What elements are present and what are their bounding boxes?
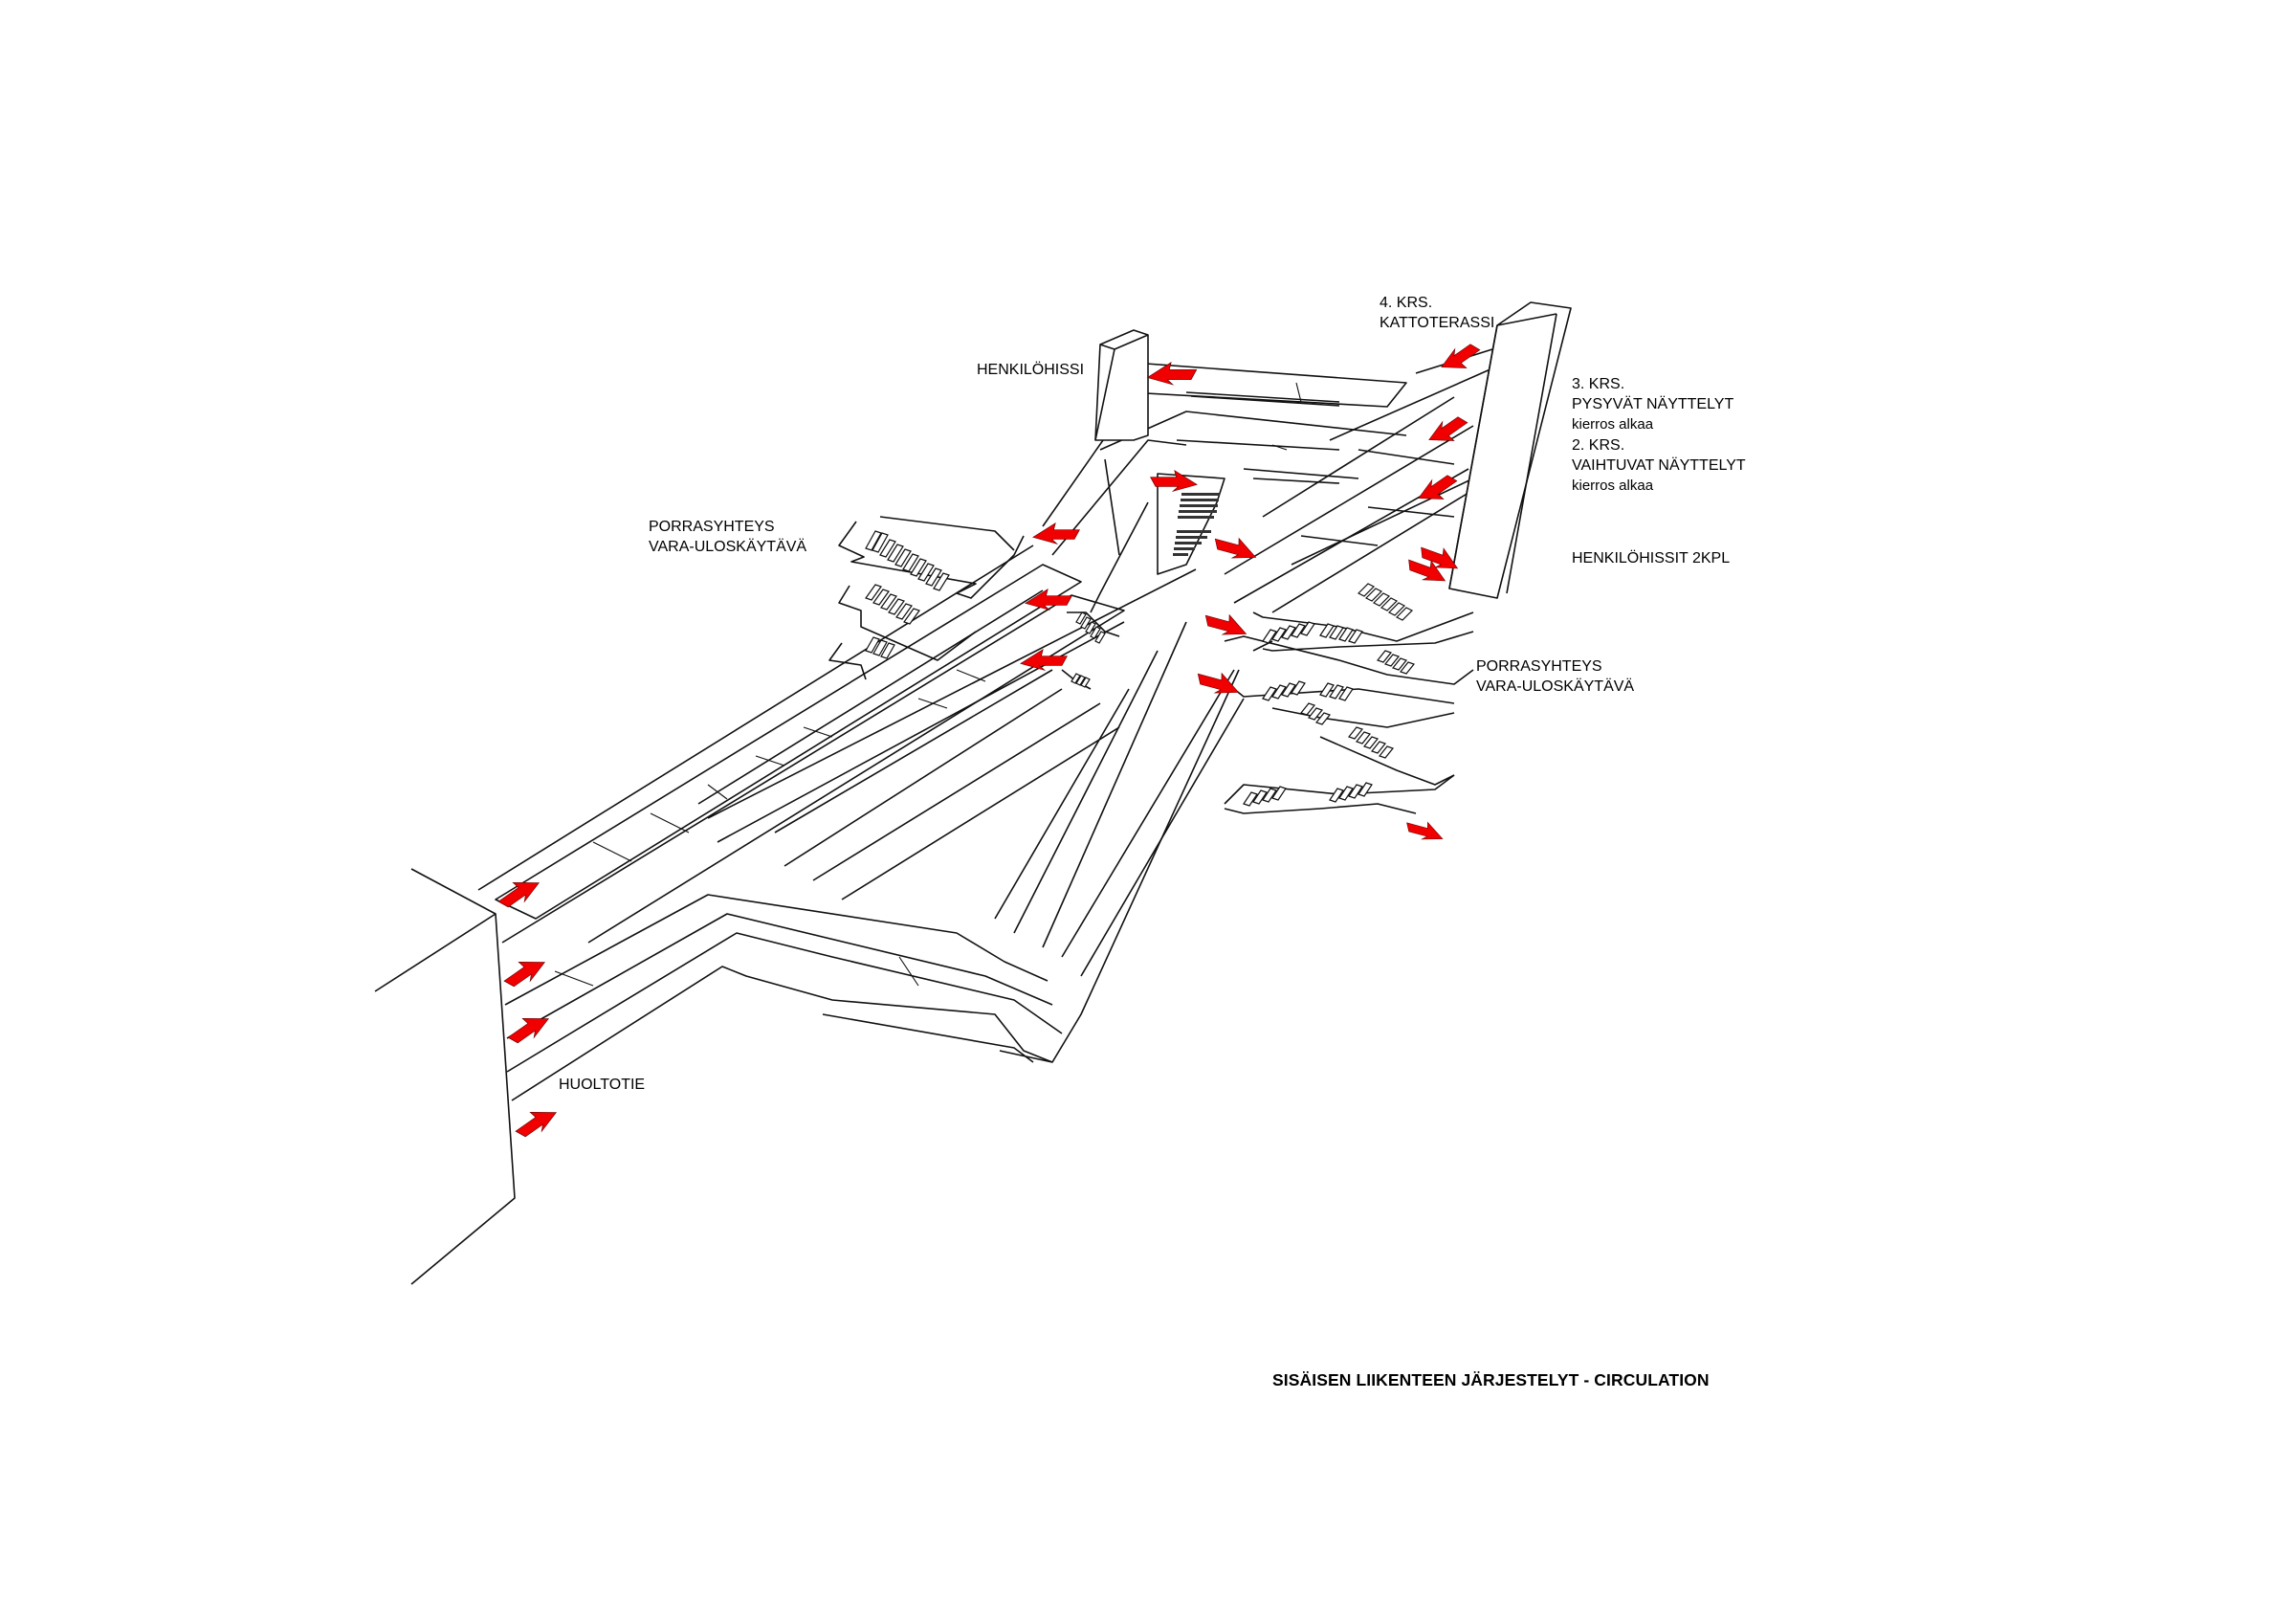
- label-left-stair-line2: VARA-ULOSKÄYTÄVÄ: [649, 539, 807, 555]
- label-service-road-text: HUOLTOTIE: [559, 1077, 646, 1093]
- label-henkilohissi-text: HENKILÖHISSI: [977, 362, 1085, 378]
- circulation-arrows: [494, 337, 1485, 1144]
- arrow-roof-terrace: [1437, 337, 1485, 380]
- arrow-exit-bottom: [1402, 816, 1446, 845]
- label-third-floor-note: kierros alkaa: [1572, 416, 1654, 433]
- arrow-center-right-2: [1202, 609, 1250, 641]
- arrow-center-left-3: [1020, 649, 1068, 671]
- label-second-floor-name: VAIHTUVAT NÄYTTELYT: [1572, 457, 1746, 474]
- label-second-floor-number: 2. KRS.: [1572, 437, 1625, 454]
- arrow-service-2: [499, 949, 550, 994]
- central-stair: [1157, 473, 1225, 575]
- arrow-service-4: [511, 1100, 562, 1144]
- arrow-service-3: [503, 1006, 554, 1051]
- label-roof-name: KATTOTERASSI: [1380, 315, 1495, 331]
- label-third-floor: 3. KRS. PYSYVÄT NÄYTTELYT kierros alkaa: [1572, 374, 1733, 434]
- upper-galleries: [1042, 348, 1493, 613]
- label-roof-floor: 4. KRS.: [1380, 295, 1433, 311]
- arrow-center-right-1: [1211, 532, 1260, 565]
- main-ramps: [477, 544, 1245, 1101]
- label-henkilohissi: HENKILÖHISSI: [977, 360, 1084, 380]
- label-third-floor-number: 3. KRS.: [1572, 376, 1625, 392]
- label-left-emergency-stair: PORRASYHTEYS VARA-ULOSKÄYTÄVÄ: [649, 517, 806, 557]
- label-roof-terrace: 4. KRS. KATTOTERASSI: [1380, 293, 1494, 333]
- label-left-stair-line1: PORRASYHTEYS: [649, 519, 775, 535]
- label-second-floor: 2. KRS. VAIHTUVAT NÄYTTELYT kierros alka…: [1572, 435, 1746, 496]
- arrow-center-right-3: [1194, 667, 1243, 700]
- label-lifts-text: HENKILÖHISSIT 2KPL: [1572, 550, 1731, 567]
- label-second-floor-note: kierros alkaa: [1572, 478, 1654, 494]
- left-emergency-stairs: [828, 516, 1025, 680]
- label-right-emergency-stair: PORRASYHTEYS VARA-ULOSKÄYTÄVÄ: [1476, 656, 1634, 697]
- elevator-tower-right: [1448, 301, 1572, 599]
- label-third-floor-name: PYSYVÄT NÄYTTELYT: [1572, 396, 1734, 412]
- diagram-title: SISÄISEN LIIKENTEEN JÄRJESTELYT - CIRCUL…: [1272, 1370, 1710, 1389]
- arrow-second-floor: [1414, 468, 1462, 511]
- central-small-stairs: [1061, 611, 1120, 690]
- arrow-center-left-1: [1032, 522, 1080, 544]
- right-emergency-stairs: [1224, 583, 1474, 814]
- label-right-stair-line1: PORRASYHTEYS: [1476, 658, 1602, 675]
- service-road-block: [374, 868, 516, 1285]
- label-service-road: HUOLTOTIE: [559, 1075, 645, 1095]
- label-lifts: HENKILÖHISSIT 2KPL: [1572, 548, 1730, 568]
- label-right-stair-line2: VARA-ULOSKÄYTÄVÄ: [1476, 678, 1635, 695]
- elevator-tower-left: [1094, 329, 1149, 441]
